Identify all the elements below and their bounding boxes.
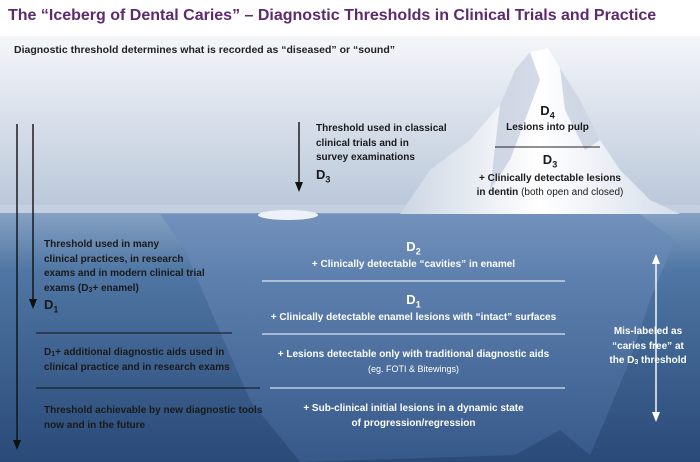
threshold-classical: Threshold used in classical clinical tri… [316,123,447,185]
iceberg-underwater [160,214,675,462]
threshold-diagnostic-aids: D1+ additional diagnostic aids used in c… [44,347,230,373]
page-title: The “Iceberg of Dental Caries” – Diagnos… [8,7,657,24]
iceberg-tip [400,48,680,214]
title-band [0,0,700,36]
page-subtitle: Diagnostic threshold determines what is … [14,44,396,56]
threshold-practice: Threshold used in many clinical practice… [44,239,205,315]
level-d4: D4 Lesions into pulp [506,103,589,133]
level-d1: D1 + Clinically detectable enamel lesion… [270,292,557,323]
level-d2: D2 + Clinically detectable “cavities” in… [311,239,516,270]
level-d3: D3 + Clinically detectable lesions in de… [476,152,624,199]
waterline [0,205,700,213]
mislabel-note: Mis-labeled as “caries free” at the D3 t… [609,326,687,366]
threshold-new-tools: Threshold achievable by new diagnostic t… [44,405,263,431]
small-ice-floe [258,210,318,220]
level-subclinical: + Sub-clinical initial lesions in a dyna… [303,403,524,429]
level-diagnostic-aids: + Lesions detectable only with tradition… [277,349,550,374]
